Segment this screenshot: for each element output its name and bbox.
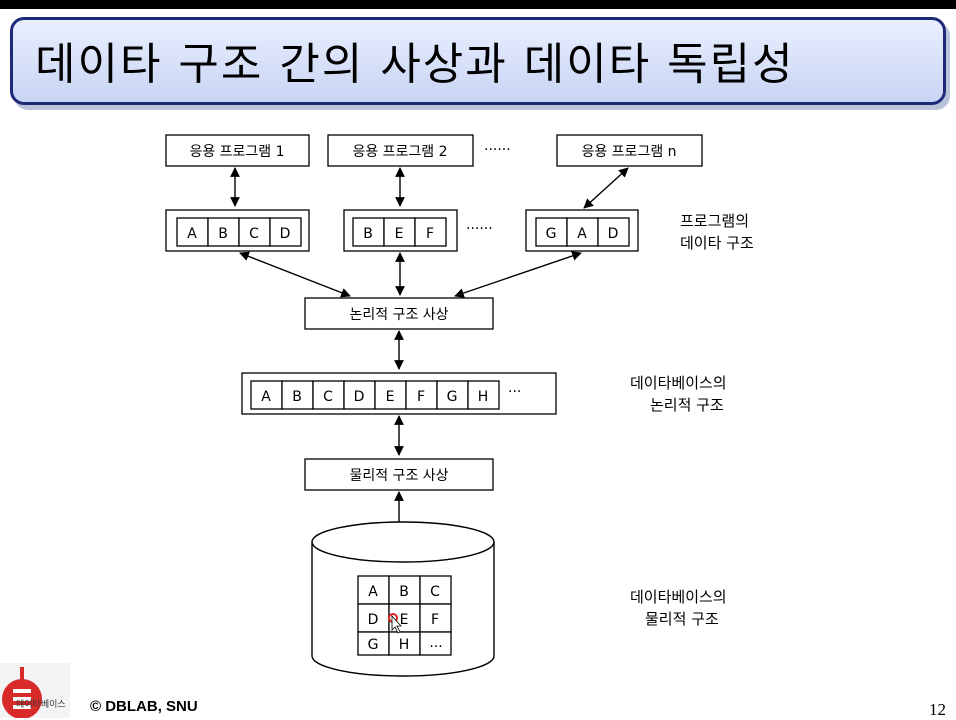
db-logical-cell-label: B <box>292 389 302 405</box>
arrow-progn-struct <box>583 167 629 209</box>
logo-caption: 데이타베이스 <box>16 700 66 710</box>
side-label-program-struct-line2: 데이타 구조 <box>680 234 754 252</box>
copyright-text: © DBLAB, SNU <box>90 698 198 715</box>
physical-grid <box>357 575 452 656</box>
program-label-1: 응용 프로그램 1 <box>189 144 284 160</box>
db-logical-cell-label: G <box>447 389 458 405</box>
struct-cell <box>597 217 630 247</box>
db-logical-cell <box>467 380 500 410</box>
struct-cell-label: B <box>218 226 228 242</box>
logical-mapping-box <box>304 297 494 330</box>
slide-title: 데이타 구조 간의 사상과 데이타 독립성 <box>35 39 795 90</box>
page-number: 12 <box>929 700 946 719</box>
struct-cell <box>269 217 302 247</box>
struct-cell-label: G <box>546 226 557 242</box>
struct-cell <box>535 217 568 247</box>
program-box-n <box>556 134 703 167</box>
side-label-db-logical-line2: 논리적 구조 <box>650 396 724 414</box>
program-box-2 <box>327 134 474 167</box>
grid-cell-label: B <box>399 584 409 600</box>
side-label-db-physical-line1: 데이타베이스의 <box>630 588 727 606</box>
grid-cell-label: A <box>368 584 378 600</box>
db-logical-ellipsis: ... <box>508 380 521 396</box>
db-logical-cell <box>343 380 376 410</box>
grid-cell-label: ... <box>429 635 442 651</box>
grid-cell-label: H <box>399 637 410 653</box>
struct-cell <box>566 217 599 247</box>
top-border <box>0 0 956 9</box>
struct-cell-label: D <box>608 226 619 242</box>
program-ellipsis: ...... <box>484 138 511 154</box>
program-label-n: 응용 프로그램 n <box>581 144 676 160</box>
program-box-1 <box>165 134 310 167</box>
struct-cell <box>414 217 447 247</box>
db-logical-cell-label: H <box>478 389 489 405</box>
dblab-logo-icon <box>0 663 70 718</box>
side-label-program-struct-line1: 프로그램의 <box>680 212 749 230</box>
db-logical-cell-label: A <box>261 389 271 405</box>
title-banner: 데이타 구조 간의 사상과 데이타 독립성 <box>10 17 946 105</box>
db-logical-cell <box>374 380 407 410</box>
struct-cell-label: A <box>187 226 197 242</box>
struct-cell-label: B <box>363 226 373 242</box>
logical-mapping-label: 논리적 구조 사상 <box>349 307 448 323</box>
grid-cell-label: E <box>400 612 409 628</box>
grid-cell-label: D <box>368 612 379 628</box>
mouse-cursor-icon <box>391 614 402 634</box>
db-logical-cell-label: C <box>323 389 333 405</box>
struct-cell-label: F <box>426 226 434 242</box>
grid-cell-label: F <box>431 612 439 628</box>
db-logical-cell <box>405 380 438 410</box>
grid-cell-label: G <box>368 637 379 653</box>
arrow-struct1-logical <box>239 251 351 298</box>
struct-cell-label: C <box>249 226 259 242</box>
db-logical-cell-label: F <box>417 389 425 405</box>
struct-ellipsis: ...... <box>466 217 493 233</box>
struct-cell <box>238 217 271 247</box>
grid-cell-label: C <box>430 584 440 600</box>
db-logical-cell <box>281 380 314 410</box>
db-logical-cell-label: D <box>354 389 365 405</box>
struct-cell-label: E <box>395 226 404 242</box>
db-logical-cell <box>250 380 283 410</box>
struct-cell-label: D <box>280 226 291 242</box>
struct-cell-label: A <box>577 226 587 242</box>
side-label-db-logical-line1: 데이타베이스의 <box>630 374 727 392</box>
db-logical-cell-label: E <box>386 389 395 405</box>
program-label-2: 응용 프로그램 2 <box>352 144 447 160</box>
arrow-structn-logical <box>454 251 582 298</box>
physical-mapping-label: 물리적 구조 사상 <box>349 468 448 484</box>
db-logical-cells <box>250 380 500 410</box>
physical-mapping-box <box>304 458 494 491</box>
side-label-db-physical-line2: 물리적 구조 <box>645 610 719 628</box>
db-logical-cell <box>312 380 345 410</box>
